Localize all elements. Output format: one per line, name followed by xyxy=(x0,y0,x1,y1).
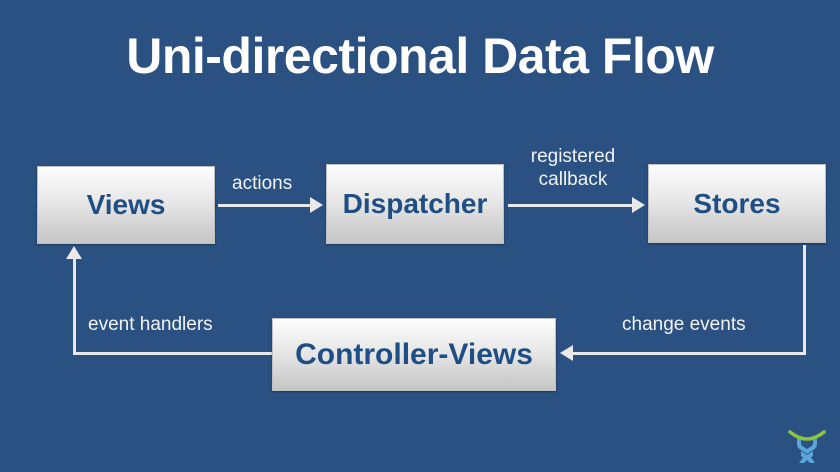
node-controller-views-label: Controller-Views xyxy=(295,337,533,371)
connector-dispatcher-to-stores xyxy=(508,204,633,207)
edge-label-registered-callback: registered callback xyxy=(519,145,627,191)
edge-label-registered-callback-line1: registered xyxy=(530,146,616,167)
node-dispatcher[interactable]: Dispatcher xyxy=(326,164,504,244)
node-controller-views[interactable]: Controller-Views xyxy=(272,318,556,391)
page-title: Uni-directional Data Flow xyxy=(126,28,714,84)
edge-label-actions: actions xyxy=(232,173,293,194)
node-dispatcher-label: Dispatcher xyxy=(342,188,488,219)
edge-label-change-events: change events xyxy=(622,314,746,335)
connector-stores-to-controller-vertical xyxy=(803,245,806,355)
node-stores-label: Stores xyxy=(693,187,781,219)
arrowhead-views-to-dispatcher-icon xyxy=(310,197,323,213)
connector-controller-to-views-vertical xyxy=(73,258,76,355)
arrowhead-stores-to-controller-icon xyxy=(560,345,573,361)
connector-stores-to-controller-horizontal xyxy=(573,352,806,355)
edge-label-event-handlers: event handlers xyxy=(88,314,213,335)
arrowhead-controller-to-views-icon xyxy=(66,246,82,259)
node-views-label: Views xyxy=(86,189,166,220)
node-views[interactable]: Views xyxy=(37,166,215,244)
connector-controller-to-views-horizontal xyxy=(73,352,273,355)
node-stores[interactable]: Stores xyxy=(648,164,826,243)
arrowhead-dispatcher-to-stores-icon xyxy=(632,197,645,213)
connector-views-to-dispatcher xyxy=(218,204,311,207)
edge-label-registered-callback-line2: callback xyxy=(538,169,608,190)
brand-logo-icon xyxy=(786,427,828,467)
